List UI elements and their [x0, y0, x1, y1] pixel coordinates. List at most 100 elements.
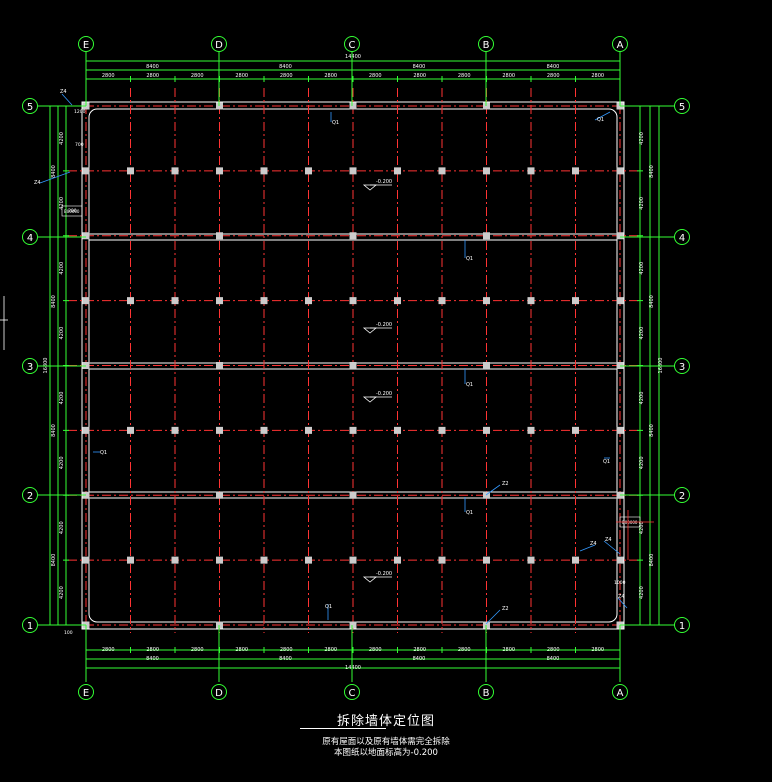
- z2-tag: Z2: [502, 606, 509, 612]
- column: [171, 297, 179, 305]
- z-tag-leader: [579, 544, 596, 552]
- dim-left-bays-label: 8400: [51, 424, 57, 437]
- dim-left-subs-label: 4200: [59, 586, 65, 599]
- dim-bot-bays-label: 8400: [547, 656, 560, 662]
- column: [171, 167, 179, 175]
- elevation-label: -0.200: [376, 391, 392, 397]
- axis-label-top: B: [483, 40, 490, 51]
- dim-right-subs-label: 4200: [639, 586, 645, 599]
- axis-label-bottom: B: [483, 688, 490, 699]
- drawing-title: 拆除墙体定位图: [336, 714, 435, 729]
- dim-bot-bays-label: 8400: [413, 656, 426, 662]
- title-underline: [300, 728, 386, 729]
- elevation-triangle: [362, 396, 378, 403]
- dim-bot-subs-label: 2800: [324, 647, 337, 653]
- column: [216, 491, 223, 499]
- elevation-label: -0.200: [376, 322, 392, 328]
- dim-left-subs-label: 4200: [59, 392, 65, 405]
- axis-bubble-left: [22, 358, 38, 374]
- column: [483, 167, 490, 175]
- dim-left-subs-label: 4200: [59, 132, 65, 145]
- edge-dimension: 100: [64, 630, 73, 636]
- axis-bubble-left: [22, 487, 38, 503]
- column: [127, 167, 134, 175]
- axis-label-top: E: [83, 40, 89, 51]
- column: [438, 556, 446, 564]
- edge-dimension: 700: [75, 142, 84, 148]
- column: [305, 297, 312, 305]
- column: [616, 232, 624, 240]
- column: [349, 167, 357, 175]
- column: [216, 167, 223, 175]
- column: [305, 167, 312, 175]
- column: [438, 167, 446, 175]
- elevation-marker: -0.200: [362, 322, 392, 334]
- dim-top-subs-label: 2800: [102, 73, 115, 79]
- dim-right-subs-label: 4200: [639, 132, 645, 145]
- column: [572, 556, 579, 564]
- axis-bubble-bottom: [612, 684, 628, 700]
- elevation-triangle: [362, 327, 378, 334]
- column: [216, 297, 223, 305]
- z2-tag-leader: [485, 484, 501, 496]
- axis-label-right: 3: [679, 362, 685, 373]
- wall-tag: Q1: [466, 382, 473, 388]
- column: [171, 556, 179, 564]
- columns: [82, 102, 624, 629]
- z-tag: Z4: [60, 89, 67, 95]
- dim-bot-subs-label: 2800: [146, 647, 159, 653]
- annotations: -0.200-0.200-0.200-0.200Q1Q1Q1Q1Q1Q1Q1Q1…: [0, 89, 654, 636]
- axis-label-right: 4: [679, 233, 685, 244]
- dim-left-bays-label: 8400: [51, 554, 57, 567]
- axis-label-right: 5: [679, 102, 685, 113]
- column: [572, 426, 579, 434]
- z-tag: Z4: [618, 594, 625, 600]
- column: [216, 232, 223, 240]
- dim-top-subs-label: 2800: [191, 73, 204, 79]
- col-ref: B00000: [64, 209, 80, 214]
- axis-bubble-bottom: [211, 684, 227, 700]
- column: [127, 297, 134, 305]
- axis-bubble-bottom: [478, 684, 494, 700]
- axis-bubble-right: [674, 229, 690, 245]
- dim-top-subs-label: 2800: [502, 73, 515, 79]
- column: [483, 556, 490, 564]
- column: [572, 297, 579, 305]
- wall-tag: Q1: [100, 450, 107, 456]
- dim-left-subs-label: 4200: [59, 456, 65, 469]
- column: [616, 167, 624, 175]
- axis-bubble-left: [22, 229, 38, 245]
- column: [616, 426, 624, 434]
- dim-right-subs-label: 4200: [639, 327, 645, 340]
- column: [483, 297, 490, 305]
- elevation-label: -0.200: [376, 179, 392, 185]
- z-tag: Z4: [605, 537, 612, 543]
- dim-bot-bays-label: 8400: [146, 656, 159, 662]
- axis-bubble-right: [674, 487, 690, 503]
- dim-right-subs-label: 4200: [639, 521, 645, 534]
- column: [438, 297, 446, 305]
- axis-bubble-top: [78, 36, 94, 52]
- elevation-marker: -0.200: [362, 179, 392, 191]
- axis-label-top: A: [617, 40, 624, 51]
- axis-label-bottom: C: [349, 688, 356, 699]
- column: [305, 556, 312, 564]
- column: [483, 426, 490, 434]
- column: [127, 426, 134, 434]
- column: [216, 362, 223, 369]
- dim-top-subs-label: 2800: [547, 73, 560, 79]
- dim-top-bays-label: 8400: [146, 64, 159, 70]
- dim-right-bays-label: 8400: [649, 554, 655, 567]
- axis-label-left: 1: [27, 621, 33, 632]
- column: [260, 167, 268, 175]
- dim-bot-subs-label: 2800: [191, 647, 204, 653]
- column: [394, 426, 401, 434]
- column: [127, 556, 134, 564]
- column: [349, 491, 357, 499]
- elevation-triangle: [362, 184, 378, 191]
- dim-right-bays-label: 8400: [649, 165, 655, 178]
- column: [394, 556, 401, 564]
- dim-top-bays-label: 8400: [279, 64, 292, 70]
